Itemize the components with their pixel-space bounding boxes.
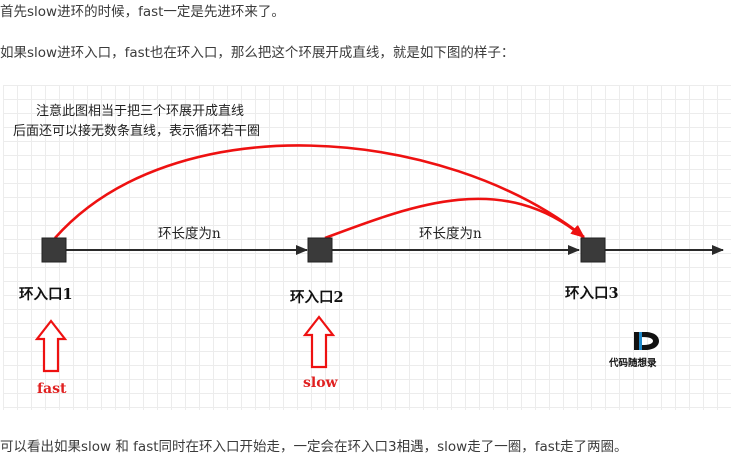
fast-path-arrow [54, 144, 585, 239]
note-line-2: 后面还可以接无数条直线，表示循环若干圈 [13, 123, 260, 139]
loop-entry-node-1 [41, 237, 67, 263]
logo: 代码随想录 [608, 332, 659, 369]
node-label-2: 环入口2 [290, 289, 344, 306]
node-label-3: 环入口3 [565, 285, 619, 302]
logo-text: 代码随想录 [608, 357, 657, 369]
loop-entry-node-2 [307, 237, 333, 263]
loop-unrolled-diagram: 注意此图相当于把三个环展开成直线 后面还可以接无数条直线，表示循环若干圈 环长度… [3, 85, 731, 410]
node-label-1: 环入口1 [19, 286, 73, 303]
fast-label: fast [37, 381, 67, 397]
setup-paragraph: 如果slow进环入口，fast也在环入口，那么把这个环展开成直线，就是如下图的样… [0, 45, 515, 61]
segment-label-2: 环长度为n [419, 226, 482, 242]
diagram-canvas: 注意此图相当于把三个环展开成直线 后面还可以接无数条直线，表示循环若干圈 环长度… [13, 103, 724, 397]
note-line-1: 注意此图相当于把三个环展开成直线 [36, 103, 244, 119]
loop-entry-node-3 [580, 237, 606, 263]
slow-path-arrow [324, 197, 584, 240]
intro-paragraph: 首先slow进环的时候，fast一定是先进环来了。 [0, 4, 285, 20]
fast-up-arrow-icon [34, 319, 68, 373]
segment-label-1: 环长度为n [158, 226, 221, 242]
conclusion-paragraph: 可以看出如果slow 和 fast同时在环入口开始走，一定会在环入口3相遇，sl… [0, 439, 628, 455]
slow-up-arrow-icon [302, 315, 336, 369]
slow-label: slow [303, 375, 339, 391]
